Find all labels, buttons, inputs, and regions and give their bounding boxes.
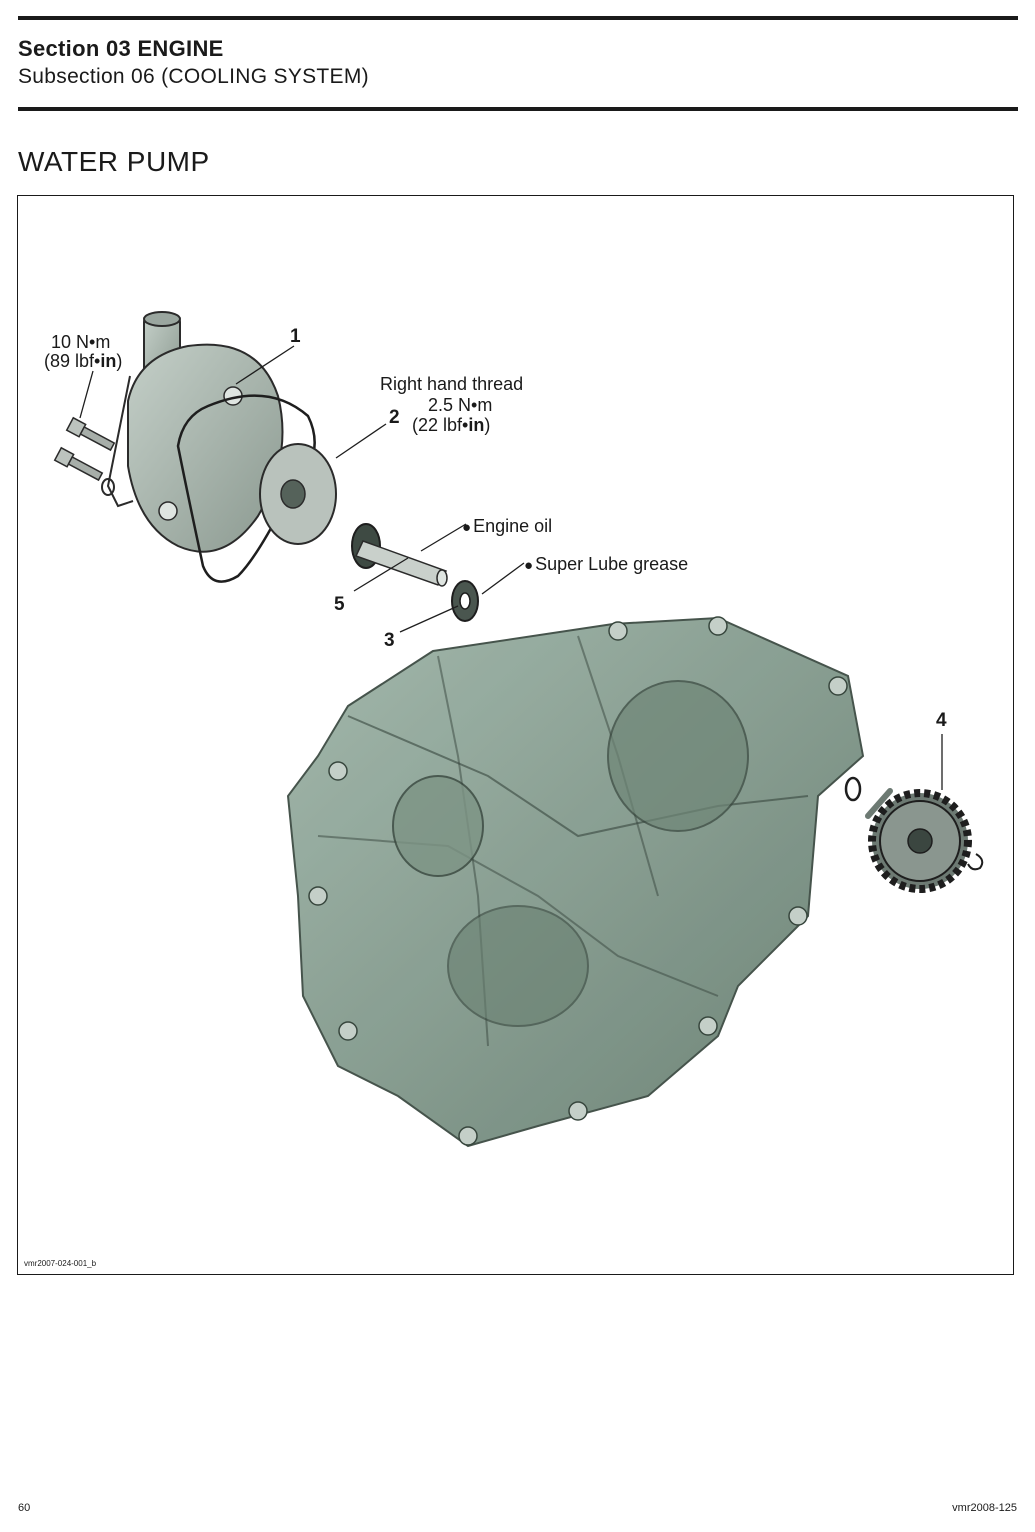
exploded-view-figure: 10 N•m (89 lbf•in) Right hand thread 2.5… [17, 195, 1014, 1275]
page-title: WATER PUMP [18, 146, 210, 177]
shaft-seal [451, 580, 479, 622]
torque-impeller-metric: 2.5 N•m [428, 395, 493, 415]
callout-4: 4 [936, 710, 947, 731]
document-id: vmr2008-125 [952, 1502, 1017, 1514]
lubricant-super-lube: ●Super Lube grease [524, 554, 689, 574]
cover-bolts [53, 416, 116, 496]
header-top-rule [18, 16, 1018, 20]
thread-direction-note: Right hand thread [380, 374, 524, 394]
engine-crankcase [286, 616, 865, 1148]
torque-bolts-metric: 10 N•m [51, 332, 111, 352]
page-number: 60 [18, 1502, 31, 1514]
oil-drop-icon: ● [524, 557, 534, 574]
torque-impeller-imperial: (22 lbf•in) [412, 415, 491, 435]
callout-5: 5 [334, 594, 345, 615]
torque-bolts-imperial: (89 lbf•in) [44, 351, 123, 371]
drive-gear [844, 776, 984, 893]
callout-1: 1 [290, 326, 301, 347]
oil-drop-icon: ● [462, 519, 472, 536]
header-bottom-rule [18, 107, 1018, 111]
pump-shaft [351, 523, 448, 587]
impeller [259, 443, 337, 545]
callout-leaders [79, 345, 943, 790]
water-pump-illustration [53, 311, 984, 1148]
pump-cover [106, 311, 284, 553]
lubricant-engine-oil: ●Engine oil [462, 516, 553, 536]
subsection-title: Subsection 06 (COOLING SYSTEM) [18, 65, 369, 88]
callout-2: 2 [389, 407, 400, 428]
callout-3: 3 [384, 630, 395, 651]
figure-id: vmr2007-024-001_b [24, 1259, 97, 1268]
cover-gasket [176, 394, 316, 583]
section-title: Section 03 ENGINE [18, 36, 224, 61]
